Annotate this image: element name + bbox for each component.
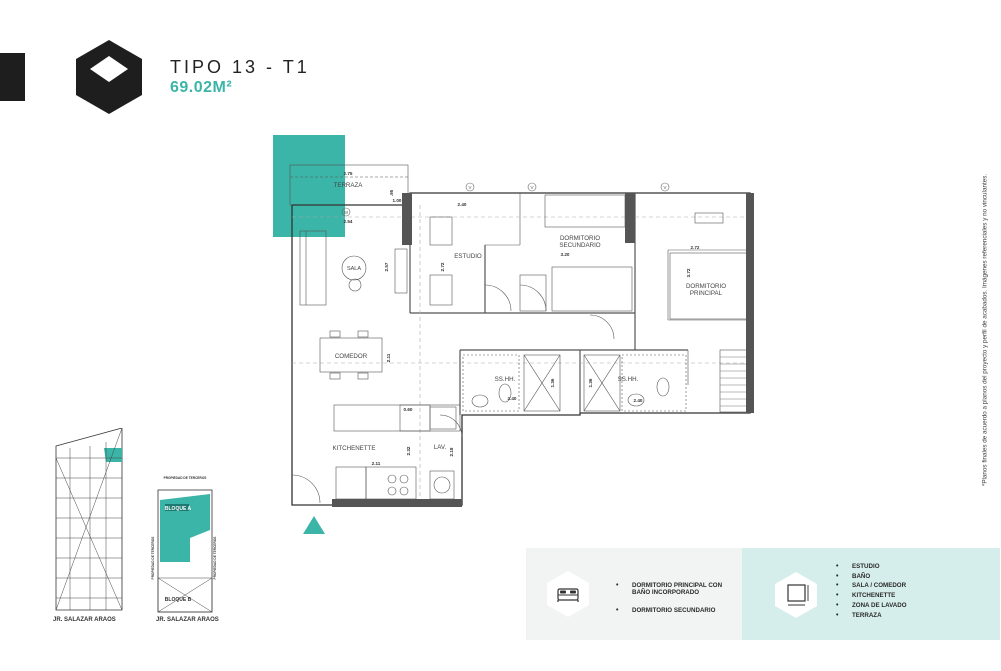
dim-d7: 2.72: [691, 245, 700, 250]
areas-list: ESTUDIO BAÑO SALA / COMEDOR KITCHENETTE …: [836, 563, 986, 621]
dim-d4: 2.57: [384, 262, 389, 271]
legend-areas: ESTUDIO BAÑO SALA / COMEDOR KITCHENETTE …: [742, 548, 1000, 640]
floor-plan: V V V M TERRAZA SALA COMEDOR KITCHENETTE…: [289, 164, 754, 507]
dim-d12: 2.18: [449, 447, 454, 456]
legend-item-estudio: ESTUDIO: [836, 563, 986, 572]
dim-d16: 2.40: [634, 398, 643, 403]
label-sala: SALA: [347, 266, 361, 272]
property-top-label: PROPIEDAD DE TERCEROS: [164, 476, 207, 480]
bloque-b-label: BLOQUE B: [165, 597, 192, 603]
marker-v2: V: [530, 185, 533, 190]
dim-d13: 1.36: [550, 378, 555, 387]
label-sshh-1: SS.HH.: [495, 376, 516, 383]
dim-d15: 2.40: [508, 396, 517, 401]
site-plan-2: BLOQUE A BLOQUE B PROPIEDAD DE TERCEROS …: [151, 476, 217, 613]
dim-d11: 2.32: [406, 446, 411, 455]
legend-bedrooms: DORMITORIO PRINCIPAL CON BAÑO INCORPORAD…: [526, 548, 742, 640]
dim-d6: 3.20: [561, 252, 570, 257]
dim-d10: 2.11: [372, 461, 381, 466]
legend-item-dorm-secundario: DORMITORIO SECUNDARIO: [616, 607, 736, 616]
dim-d14: 1.36: [588, 378, 593, 387]
label-terraza: TERRAZA: [334, 182, 364, 189]
dim-d3: 2.54: [344, 219, 353, 224]
legend-item-terraza: TERRAZA: [836, 612, 986, 621]
unit-title: TIPO 13 - T1: [170, 57, 310, 77]
label-lav: LAV.: [434, 444, 447, 451]
dim-d19: 1.00: [393, 198, 402, 203]
marker-v3: V: [663, 185, 666, 190]
floor-area-icon: [775, 572, 817, 618]
label-sshh-2: SS.HH.: [618, 376, 639, 383]
street-label-2: JR. SALAZAR ARAOS: [156, 617, 219, 623]
side-tab: [0, 53, 25, 101]
disclaimer-text: *Planos finales de acuerdo a planos del …: [981, 173, 989, 487]
label-dorm-pri-2: PRINCIPAL: [690, 290, 723, 297]
terrace-highlight: [273, 135, 345, 237]
bloque-a-label: BLOQUE A: [165, 506, 192, 512]
label-comedor: COMEDOR: [335, 353, 368, 360]
legend-item-dorm-principal: DORMITORIO PRINCIPAL CON BAÑO INCORPORAD…: [616, 582, 736, 597]
dim-d8: 3.72: [686, 268, 691, 277]
dim-d2: 2.40: [458, 202, 467, 207]
bed-icon: [547, 571, 589, 617]
legend-item-sala-comedor: SALA / COMEDOR: [836, 582, 986, 591]
brand-logo: [76, 40, 142, 114]
label-dorm-sec-2: SECUNDARIO: [559, 242, 600, 249]
label-dorm-sec-1: DORMITORIO: [560, 235, 600, 242]
marker-m: M: [344, 210, 348, 215]
site-plan-1: [55, 428, 123, 611]
legend-item-kitchenette: KITCHENETTE: [836, 592, 986, 601]
north-arrow-icon: [303, 516, 325, 534]
property-right-label: PROPIEDAD DE TERCEROS: [213, 537, 217, 580]
legend-item-zona-lavado: ZONA DE LAVADO: [836, 602, 986, 611]
dim-d1: 2.75: [344, 171, 353, 176]
bedroom-list: DORMITORIO PRINCIPAL CON BAÑO INCORPORAD…: [616, 582, 736, 624]
dim-d18: .95: [389, 189, 394, 196]
legend-item-bano: BAÑO: [836, 573, 986, 582]
dim-d9: 2.11: [386, 353, 391, 362]
label-dorm-pri-1: DORMITORIO: [686, 283, 726, 290]
label-estudio: ESTUDIO: [454, 253, 482, 260]
unit-area: 69.02M²: [170, 79, 233, 96]
marker-v1: V: [468, 185, 471, 190]
dim-d5: 2.72: [440, 262, 445, 271]
dim-d17: 0.60: [404, 407, 413, 412]
property-left-label: PROPIEDAD DE TERCEROS: [151, 537, 155, 580]
street-label-1: JR. SALAZAR ARAOS: [53, 617, 116, 623]
label-kitchenette: KITCHENETTE: [333, 445, 376, 452]
